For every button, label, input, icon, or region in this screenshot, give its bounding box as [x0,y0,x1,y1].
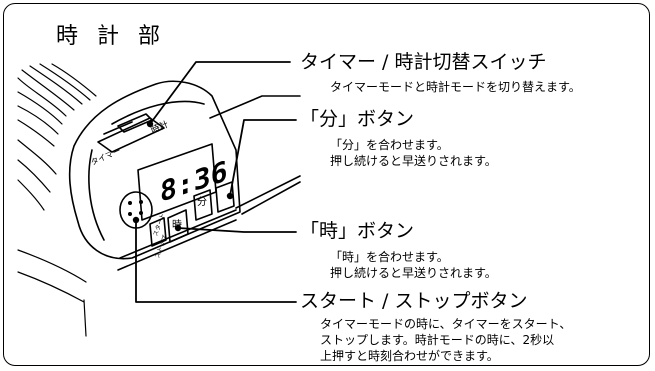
callout-hour-heading: 「時」ボタン [300,220,415,242]
diagram-title: 時 計 部 [56,24,166,49]
callout-start-stop-heading: スタート / ストップボタン [300,290,528,312]
callout-hour-desc: 「時」を合わせます。 押し続けると早送りされます。 [330,250,497,280]
diagram-frame [3,3,650,366]
callout-start-stop-desc: タイマーモードの時に、タイマーをスタート、 ストップします。時計モードの時に、2… [320,317,572,363]
cushion-lines [17,63,97,337]
minute-button-shape [193,189,213,221]
callout-minute-heading: 「分」ボタン [300,108,415,130]
leader-switch [149,61,291,125]
clock-body [68,80,241,260]
leader-start-stop [135,219,297,303]
callout-minute-desc: 「分」を合わせます。 押し続けると早送りされます。 [330,138,497,168]
leader-minute [229,119,297,197]
callout-switch-desc: タイマーモードと時計モードを切り替えます。 [330,80,581,94]
callout-switch-heading: タイマー / 時計切替スイッチ [300,51,547,73]
minute-button-label: 分 [197,197,207,208]
leader-hour [177,227,297,233]
hour-button-label: 時 [172,220,182,231]
mode-switch [97,117,165,153]
hour-button-shape [167,209,189,243]
